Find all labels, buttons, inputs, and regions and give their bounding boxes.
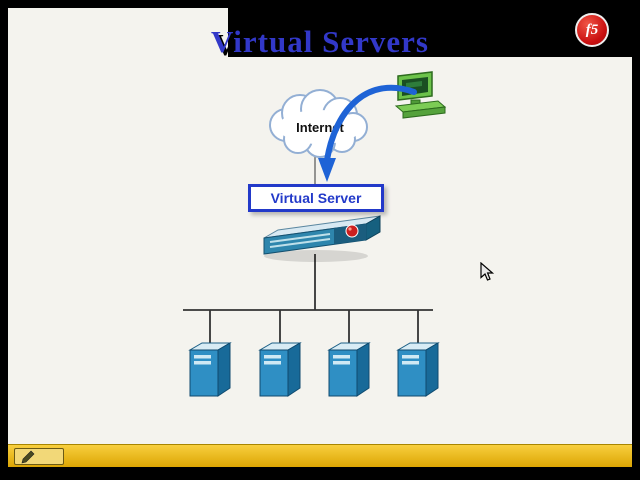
mouse-cursor: [480, 262, 495, 281]
server-tower-icon: [396, 342, 440, 397]
f5-logo-text: f5: [585, 21, 599, 38]
slide-canvas: Virtual Servers: [8, 8, 632, 466]
connector-lines: [183, 148, 433, 344]
f5-logo-icon: f5: [575, 13, 609, 47]
internet-cloud-icon: Internet: [269, 89, 368, 158]
client-computer-icon: [394, 71, 447, 119]
flow-arrow-icon: [318, 84, 417, 182]
virtual-server-label: Virtual Server: [270, 190, 362, 206]
virtual-server-box: Virtual Server: [248, 184, 384, 212]
pen-tool-button[interactable]: [14, 448, 64, 465]
server-tower-icon: [327, 342, 371, 397]
server-tower-icon: [188, 342, 232, 397]
bigip-appliance-icon: [263, 215, 381, 262]
annotation-toolbar: [8, 444, 632, 467]
pen-icon: [21, 450, 35, 463]
slide-title: Virtual Servers: [211, 24, 429, 59]
top-banner: [228, 8, 632, 57]
server-tower-icon: [258, 342, 302, 397]
network-diagram: Internet: [183, 71, 447, 397]
